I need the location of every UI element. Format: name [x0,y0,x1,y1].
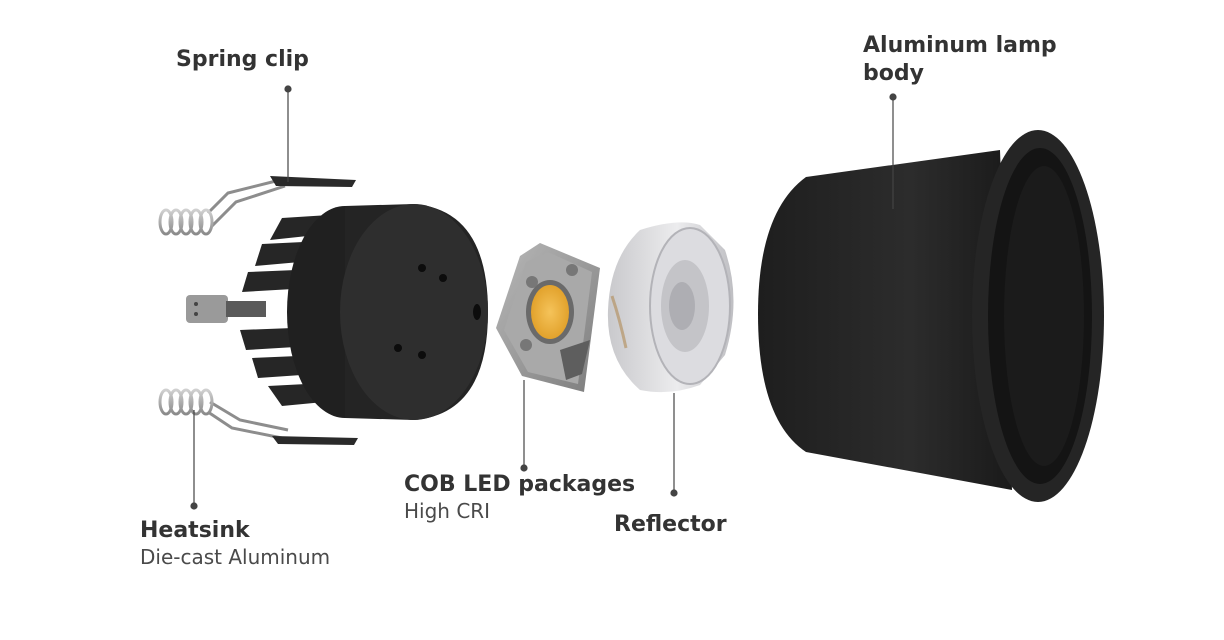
heatsink-sublabel: Die-cast Aluminum [140,545,331,569]
heatsink-label: Heatsink [140,518,250,543]
spring-clip-top [158,176,356,236]
cob-label: COB LED packages [404,472,636,497]
lamp-body-label-line1: Aluminum lamp [863,33,1057,58]
spring-clip-label: Spring clip [176,47,309,72]
leader-heatsink [190,410,198,510]
cob-led-module [496,243,600,392]
leader-spring-clip [284,85,292,182]
reflector-optic [607,222,734,393]
connector-plug [186,295,228,323]
callout-lamp-body: Aluminum lamp body [863,32,1057,88]
lamp-body-label-line2: body [863,61,924,86]
leader-cob [520,380,528,472]
callout-reflector: Reflector [614,511,727,538]
spring-clip-bottom [158,388,358,445]
cob-chip [531,285,569,339]
cob-sublabel: High CRI [404,499,491,523]
callout-cob-led: COB LED packages High CRI [404,471,635,525]
reflector-label: Reflector [614,512,727,537]
callout-heatsink: Heatsink Die-cast Aluminum [140,517,330,571]
leader-lamp-body [889,93,897,209]
aluminum-lamp-body [758,130,1104,502]
leader-reflector [670,393,678,497]
heatsink [186,204,488,420]
callout-spring-clip: Spring clip [176,46,309,73]
